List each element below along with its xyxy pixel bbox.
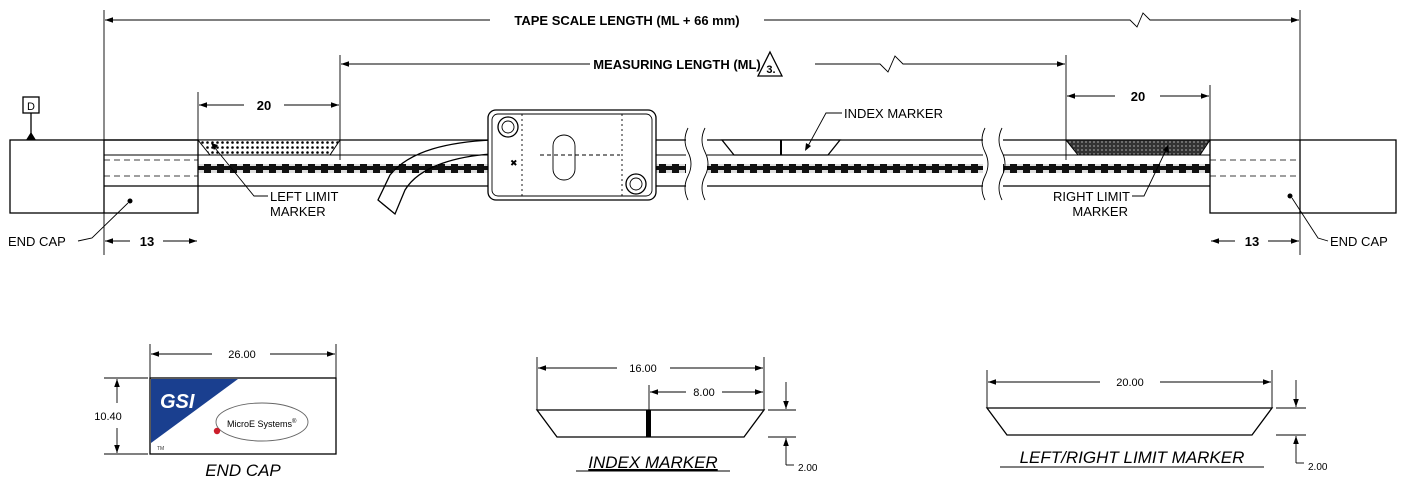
right-limit-marker-shape <box>1064 139 1211 156</box>
tape-scale-length-dimension: TAPE SCALE LENGTH (ML + 66 mm) <box>103 10 1301 255</box>
end-cap-detail: 26.00 10.40 GSI MicroE Systems® TM END C… <box>94 344 337 480</box>
readhead-sensor: ✖ <box>377 109 657 216</box>
left-limit-width-dimension: 20 <box>197 92 339 140</box>
scale-graduations-left <box>198 164 686 173</box>
datum-letter: D <box>27 101 35 113</box>
end-cap-caption: END CAP <box>205 461 281 480</box>
index-marker-caption: INDEX MARKER <box>588 453 717 472</box>
limit-marker-detail: 20.00 2.00 LEFT/RIGHT LIMIT MARKER <box>985 370 1328 473</box>
right-endcap-width-dimension: 13 <box>1211 234 1299 249</box>
datum-d-symbol: D <box>22 96 40 140</box>
microe-logo-dot <box>213 427 221 435</box>
left-limit-width-value: 20 <box>257 98 271 113</box>
left-limit-marker-callout: LEFT LIMIT MARKER <box>211 143 338 219</box>
measuring-length-note-triangle: 3. <box>766 64 775 76</box>
index-marker-label: INDEX MARKER <box>844 106 943 121</box>
tape-scale-length-label: TAPE SCALE LENGTH (ML + 66 mm) <box>514 13 739 28</box>
right-limit-label-line1: RIGHT LIMIT <box>1053 189 1130 204</box>
right-limit-width-value: 20 <box>1131 89 1145 104</box>
left-end-cap-callout: END CAP <box>8 202 129 249</box>
right-end-cap <box>1209 139 1397 214</box>
index-marker-width-value: 16.00 <box>629 363 657 375</box>
right-endcap-width-value: 13 <box>1245 234 1259 249</box>
right-limit-width-dimension: 20 <box>1067 85 1211 140</box>
gsi-logo-triangle <box>151 379 238 443</box>
end-cap-width-value: 26.00 <box>228 349 256 361</box>
right-end-cap-callout: END CAP <box>1291 197 1388 249</box>
limit-marker-width-value: 20.00 <box>1116 377 1144 389</box>
svg-text:✖: ✖ <box>510 158 518 168</box>
left-end-cap <box>9 139 199 214</box>
scale-graduations-middle <box>707 164 983 173</box>
index-marker-callout: INDEX MARKER <box>805 106 943 151</box>
left-limit-label-line2: MARKER <box>270 204 326 219</box>
end-cap-height-value: 10.40 <box>94 411 122 423</box>
left-limit-marker-shape <box>196 139 341 156</box>
limit-marker-height-value: 2.00 <box>1308 462 1328 473</box>
left-endcap-width-dimension: 13 <box>105 234 197 249</box>
measuring-length-dimension: MEASURING LENGTH (ML) 3. <box>339 50 1067 160</box>
index-marker-height-value: 2.00 <box>798 463 818 474</box>
right-limit-marker-callout: RIGHT LIMIT MARKER <box>1053 145 1169 219</box>
left-limit-label-line1: LEFT LIMIT <box>270 189 338 204</box>
left-end-cap-label: END CAP <box>8 234 66 249</box>
right-limit-label-line2: MARKER <box>1072 204 1128 219</box>
gsi-logo-text: GSI <box>160 391 195 413</box>
measuring-length-label: MEASURING LENGTH (ML) <box>593 57 761 72</box>
index-marker-half-width-value: 8.00 <box>693 387 714 399</box>
microe-logo-text: MicroE Systems® <box>227 418 297 429</box>
index-marker-shape <box>720 139 842 156</box>
svg-text:TM: TM <box>157 446 164 452</box>
index-marker-detail: 16.00 8.00 2.00 INDEX MARKER <box>535 357 818 474</box>
left-endcap-width-value: 13 <box>140 234 154 249</box>
scale-graduations-right <box>1003 164 1210 173</box>
right-end-cap-label: END CAP <box>1330 234 1388 249</box>
limit-marker-caption: LEFT/RIGHT LIMIT MARKER <box>1020 448 1245 467</box>
